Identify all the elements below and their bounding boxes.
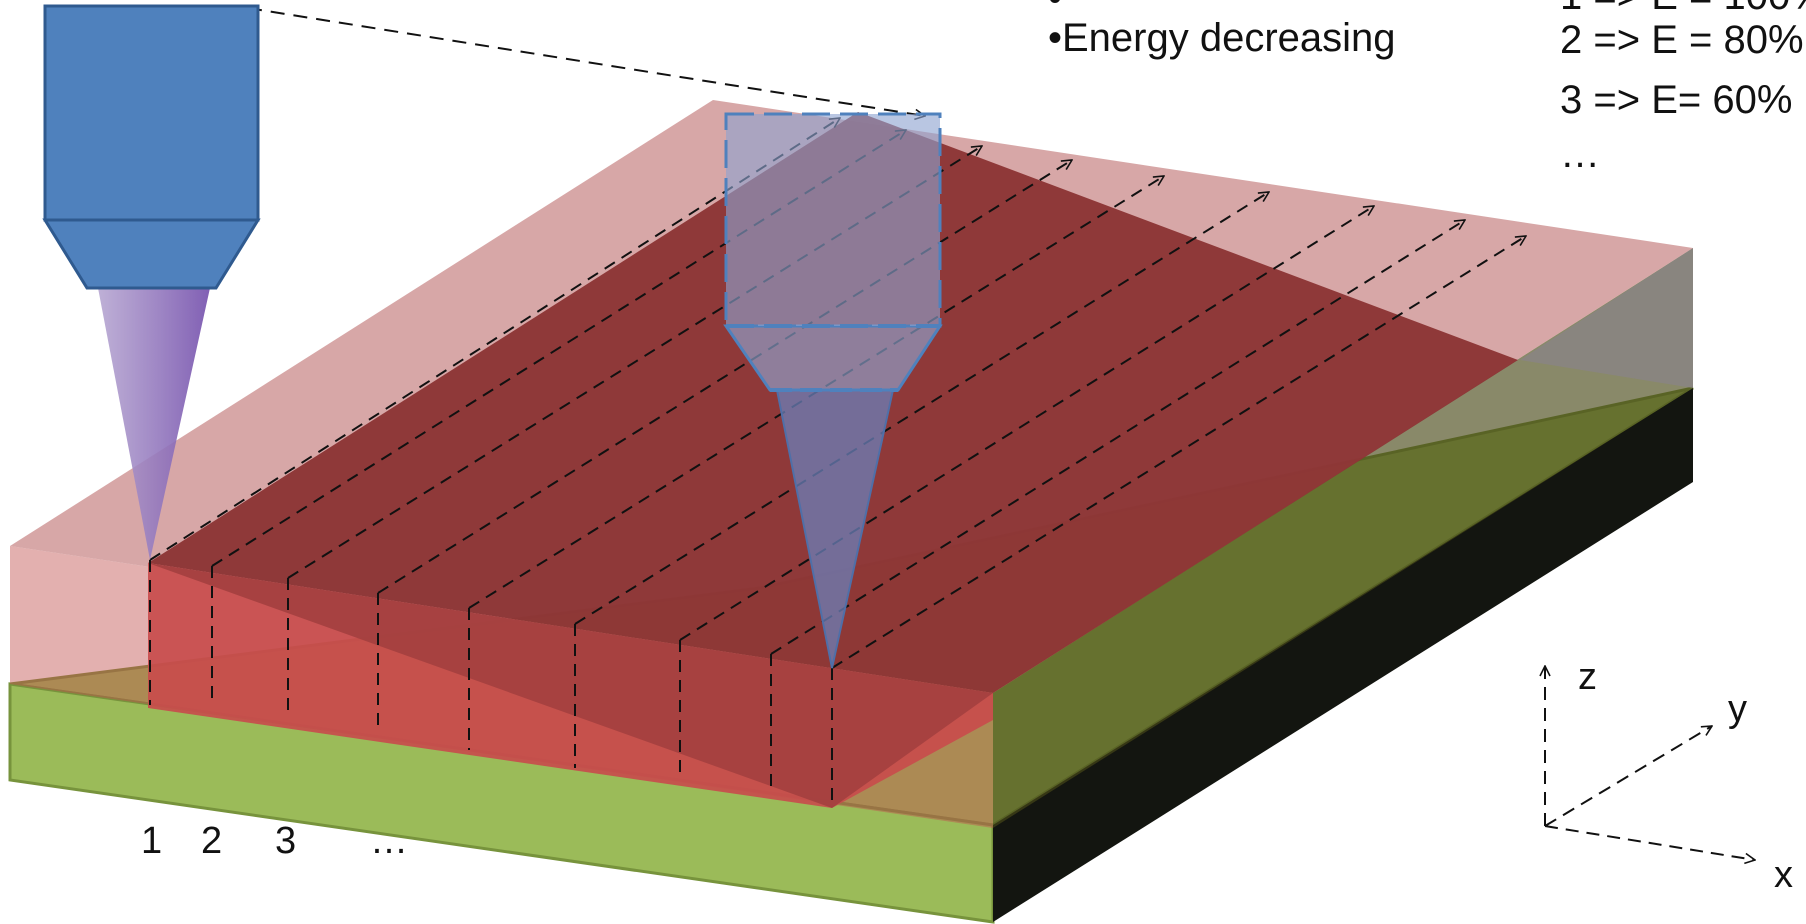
ablation-cut-shade bbox=[148, 563, 993, 808]
x-axis-arrow bbox=[1544, 825, 1755, 860]
y-axis-arrow bbox=[1544, 726, 1712, 827]
axis-label-z: z bbox=[1578, 656, 1597, 698]
scan-direction-arrow bbox=[770, 220, 1465, 655]
energy-line-4: … bbox=[1560, 132, 1600, 176]
scan-direction-arrow bbox=[679, 206, 1374, 641]
scan-direction-arrow bbox=[377, 160, 1072, 594]
laser-beam-cone-start bbox=[98, 288, 210, 560]
scan-direction-arrow bbox=[574, 192, 1269, 625]
substrate-right-face bbox=[993, 388, 1693, 922]
axis-label-y: y bbox=[1728, 688, 1747, 730]
axes bbox=[1545, 666, 1755, 860]
laser-head-ghost bbox=[723, 112, 943, 669]
coating-right-top-edge bbox=[1520, 248, 1693, 388]
laser-head-start bbox=[42, 4, 261, 560]
bullet-partial: • bbox=[1048, 0, 1062, 18]
energy-line-3: 3 => E= 60% bbox=[1560, 78, 1793, 122]
laser-head-body bbox=[43, 4, 260, 222]
scan-direction-arrow bbox=[831, 236, 1526, 669]
pass-label-more: … bbox=[370, 820, 408, 862]
energy-line-1: 1 => E = 100% bbox=[1560, 0, 1806, 16]
laser-ghost-body bbox=[724, 112, 942, 328]
energy-decreasing-note: •Energy decreasing bbox=[1048, 16, 1396, 60]
energy-line-2: 2 => E = 80% bbox=[1560, 18, 1804, 62]
pass-label-3: 3 bbox=[275, 820, 297, 862]
laser-head-nozzle bbox=[42, 218, 261, 290]
axis-label-x: x bbox=[1774, 854, 1793, 896]
head-trajectory-arrow bbox=[247, 7, 925, 116]
pass-label-2: 2 bbox=[201, 820, 223, 862]
coating-right-face bbox=[993, 248, 1693, 828]
pass-label-1: 1 bbox=[141, 820, 163, 862]
